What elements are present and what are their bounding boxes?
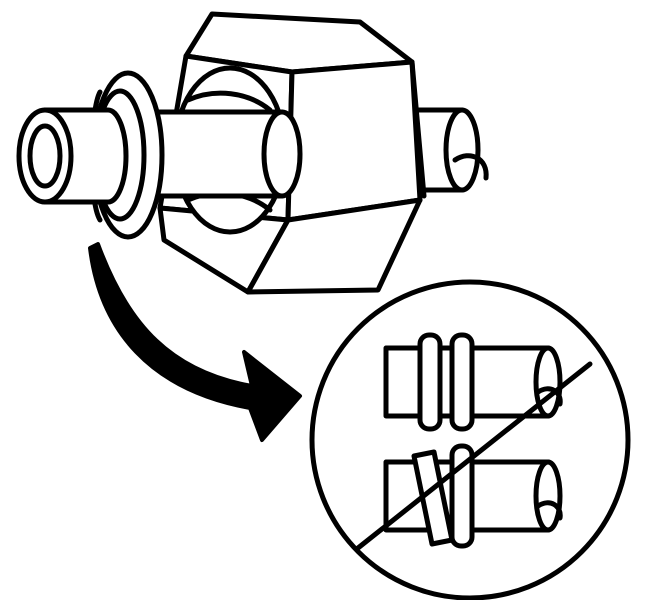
inset-row-twisted — [383, 443, 563, 549]
curved-arrow-icon — [88, 242, 302, 442]
tube-end — [16, 107, 129, 205]
fitting-tube — [147, 109, 303, 199]
prohibition-slash — [355, 361, 593, 551]
inset-circle — [309, 279, 631, 600]
rear-tube — [407, 107, 489, 193]
inset-row-correct — [383, 332, 563, 432]
